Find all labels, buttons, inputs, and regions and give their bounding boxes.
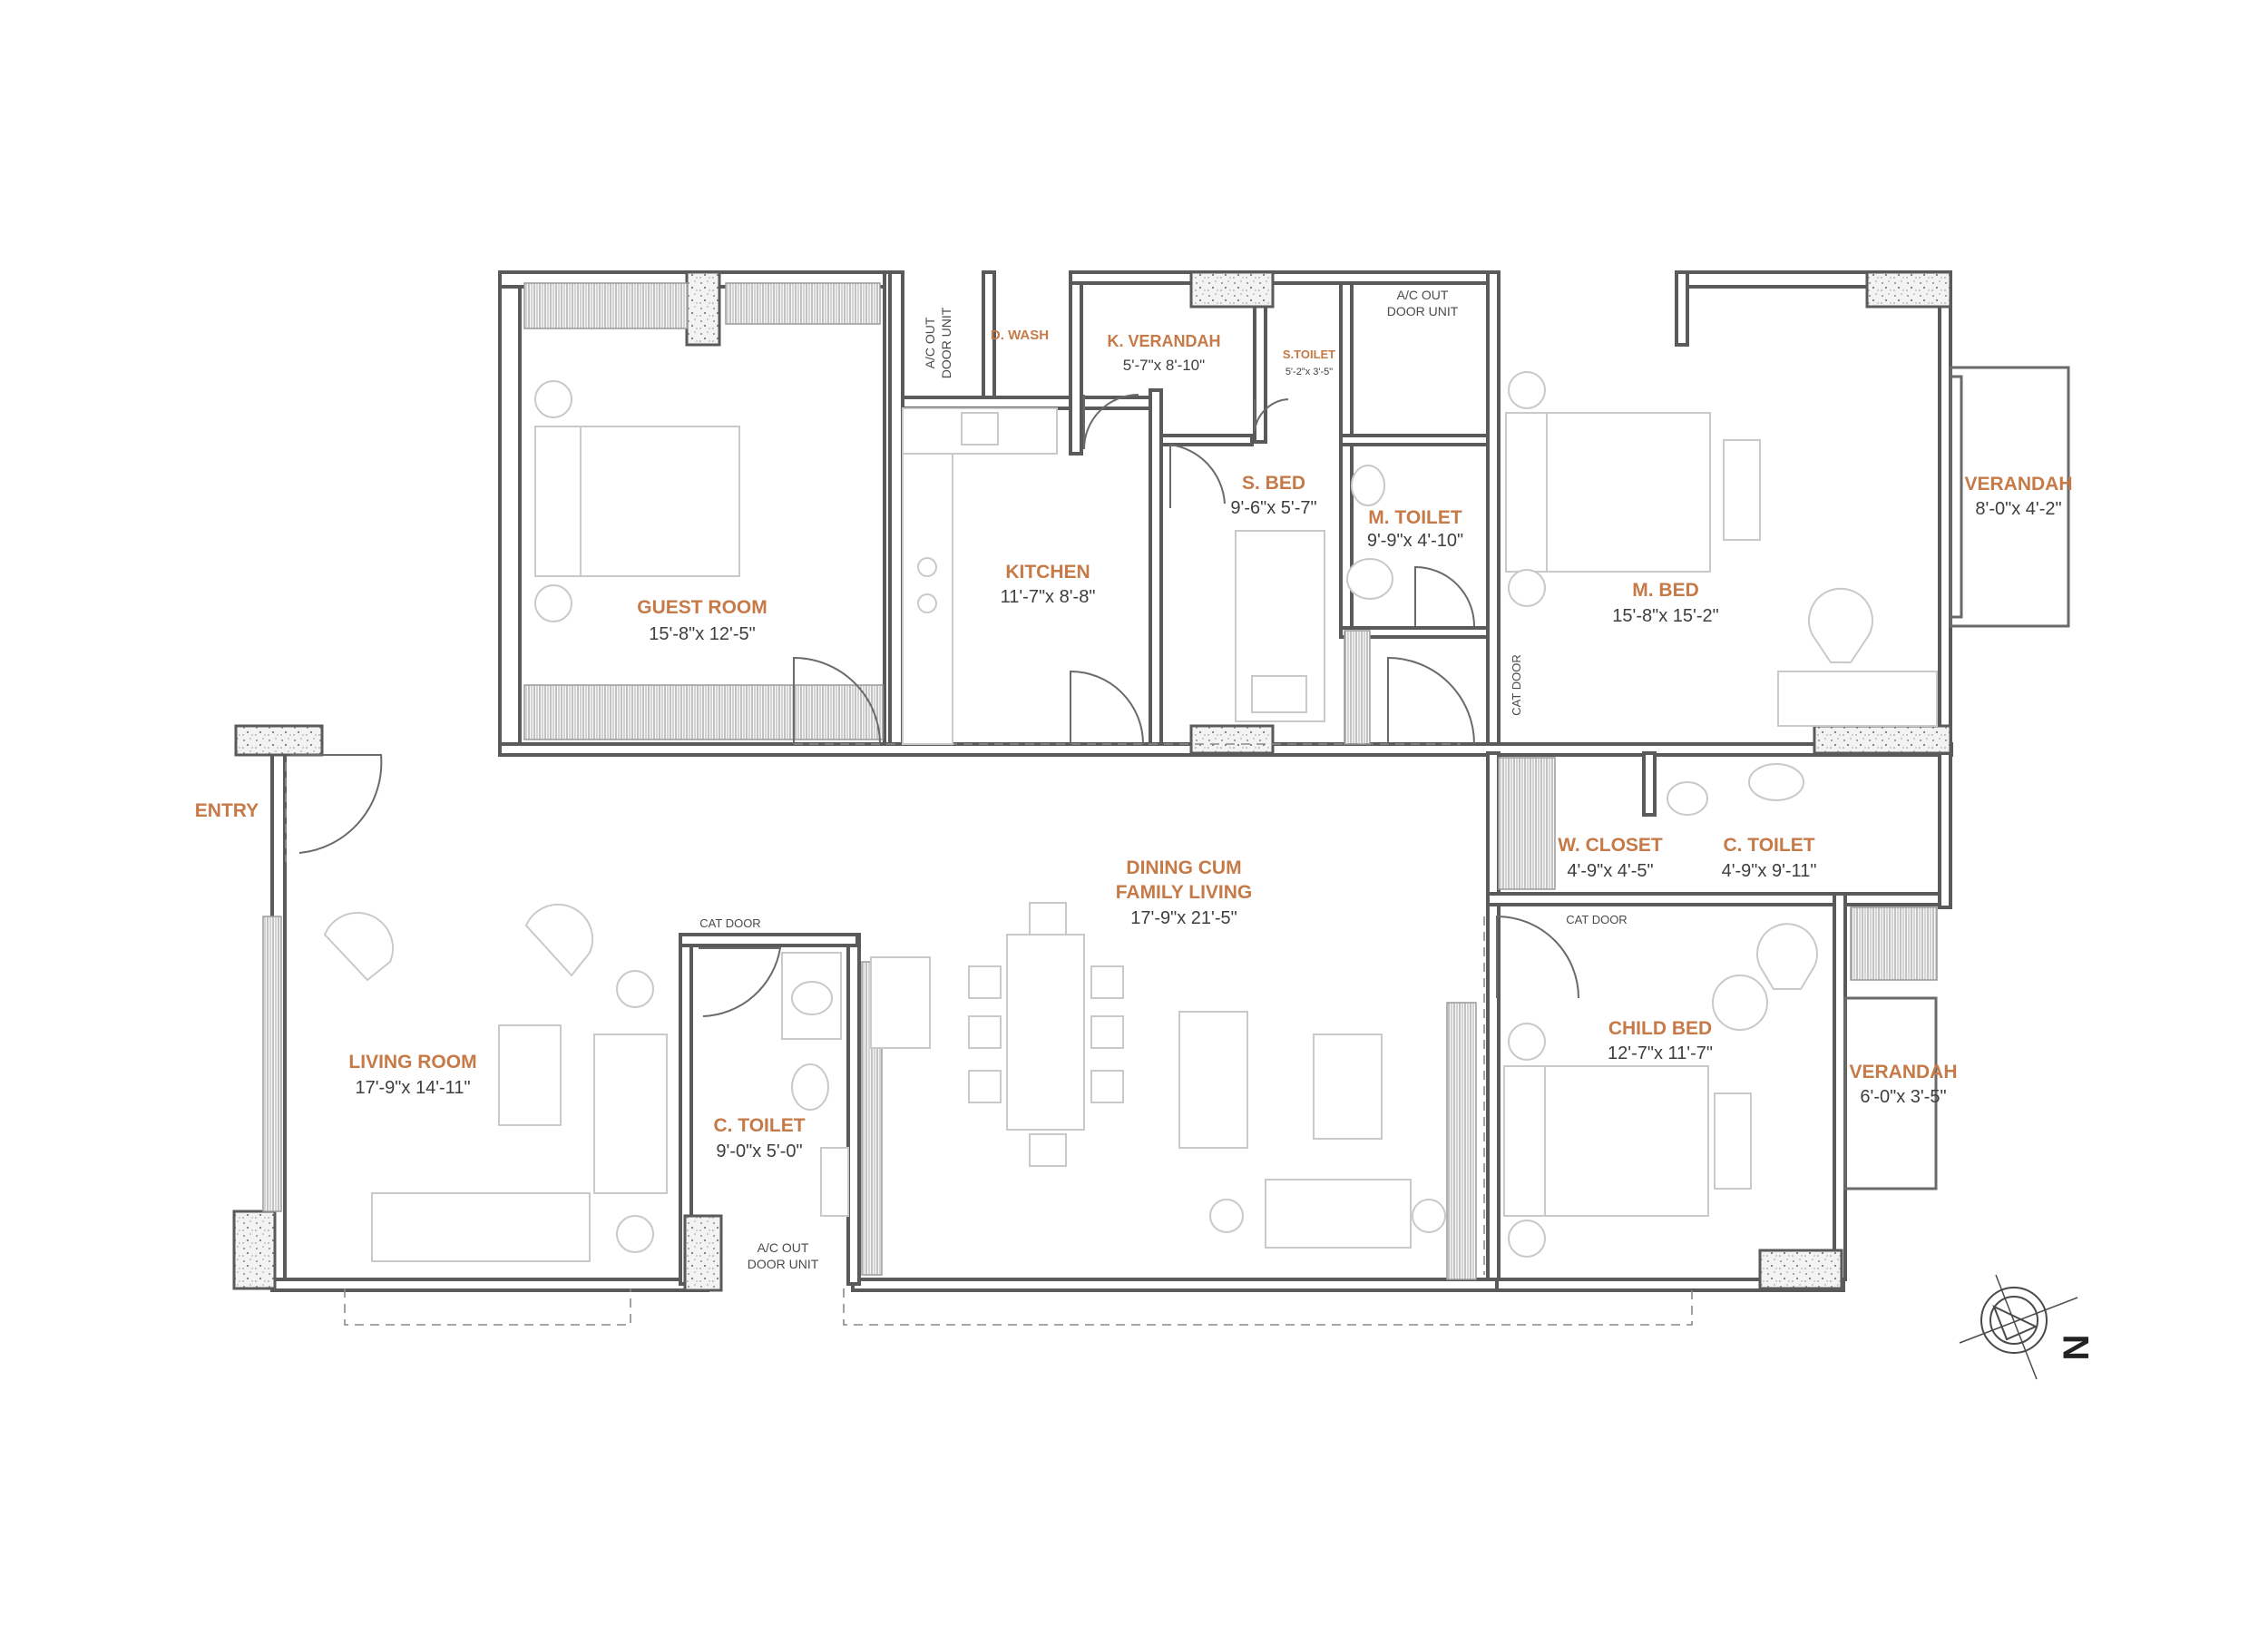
room-name-verandah-2: VERANDAH (1849, 1062, 1957, 1083)
cat-door-child: CAT DOOR (1566, 913, 1627, 926)
room-size-s-toilet: 5'-2"x 3'-5" (1286, 367, 1333, 377)
ac-unit-mid-line1: A/C OUT (1397, 288, 1449, 302)
lower-toilet-fixtures (781, 952, 849, 1217)
cat-door-living: CAT DOOR (699, 916, 760, 930)
room-name-guest-room: GUEST ROOM (637, 597, 767, 618)
ac-unit-mid-line2: DOOR UNIT (1387, 304, 1459, 318)
room-name-w-closet: W. CLOSET (1558, 835, 1663, 856)
s-bed-furniture (1235, 530, 1325, 722)
room-name-kitchen: KITCHEN (1005, 562, 1090, 583)
room-size-w-closet: 4'-9"x 4'-5" (1567, 861, 1653, 881)
room-name-d-wash: D. WASH (991, 328, 1049, 343)
ac-unit-bottom-line2: DOOR UNIT (748, 1257, 819, 1271)
room-name-verandah-1: VERANDAH (1964, 474, 2072, 495)
cat-door-mbed: CAT DOOR (1510, 654, 1523, 715)
compass-north-label: N (2057, 1335, 2097, 1361)
room-size-guest-room: 15'-8"x 12'-5" (649, 624, 755, 644)
room-name-m-bed: M. BED (1632, 580, 1699, 601)
room-name-child-bed: CHILD BED (1608, 1018, 1712, 1039)
room-name-c-toilet-lower: C. TOILET (713, 1115, 805, 1136)
room-size-k-verandah: 5'-7"x 8'-10" (1123, 357, 1205, 374)
room-size-m-toilet: 9'-9"x 4'-10" (1367, 531, 1463, 551)
ac-unit-top-line1: A/C OUT (923, 317, 937, 368)
room-name-s-toilet: S.TOILET (1283, 348, 1335, 361)
guest-room-furniture (534, 380, 740, 622)
room-size-s-bed: 9'-6"x 5'-7" (1230, 498, 1316, 518)
room-name-c-toilet-upper: C. TOILET (1723, 835, 1814, 856)
room-size-living-room: 17'-9"x 14'-11" (355, 1078, 470, 1098)
room-name-entry: ENTRY (195, 800, 259, 821)
room-size-m-bed: 15'-8"x 15'-2" (1612, 606, 1718, 626)
room-name-k-verandah: K. VERANDAH (1107, 332, 1220, 350)
room-size-verandah-2: 6'-0"x 3'-5" (1860, 1087, 1946, 1107)
ac-unit-bottom-line1: A/C OUT (758, 1240, 809, 1255)
kitchen-furniture (902, 407, 1058, 745)
m-bed-furniture (1505, 371, 1938, 727)
room-name-dining-line2: FAMILY LIVING (1116, 882, 1253, 903)
room-name-m-toilet: M. TOILET (1368, 507, 1462, 528)
room-name-living-room: LIVING ROOM (348, 1052, 476, 1073)
dining-furniture (870, 902, 1446, 1249)
verandahs (1843, 366, 2070, 1190)
hatched-elements (262, 282, 1938, 1280)
doors (290, 394, 1579, 1017)
upper-toilet-fixtures (1667, 763, 1804, 816)
room-size-kitchen: 11'-7"x 8'-8" (1001, 587, 1096, 607)
room-size-dining: 17'-9"x 21'-5" (1130, 908, 1237, 928)
living-room-furniture (323, 903, 668, 1262)
room-size-verandah-1: 8'-0"x 4'-2" (1975, 499, 2061, 519)
room-labels: GUEST ROOM 15'-8"x 12'-5" D. WASH K. VER… (195, 328, 2073, 1161)
room-name-s-bed: S. BED (1242, 473, 1305, 494)
room-size-c-toilet-upper: 4'-9"x 9'-11" (1722, 861, 1817, 881)
ac-unit-top-line2: DOOR UNIT (939, 307, 953, 378)
m-toilet-fixtures (1346, 465, 1393, 600)
room-size-c-toilet-lower: 9'-0"x 5'-0" (716, 1141, 802, 1161)
annotation-notes: A/C OUT DOOR UNIT A/C OUT DOOR UNIT A/C … (699, 288, 1627, 1271)
compass-icon (1959, 1274, 2078, 1380)
columns (232, 270, 1952, 1292)
child-bed-furniture (1503, 923, 1818, 1258)
room-name-dining-line1: DINING CUM (1126, 857, 1241, 878)
room-size-child-bed: 12'-7"x 11'-7" (1608, 1043, 1713, 1063)
